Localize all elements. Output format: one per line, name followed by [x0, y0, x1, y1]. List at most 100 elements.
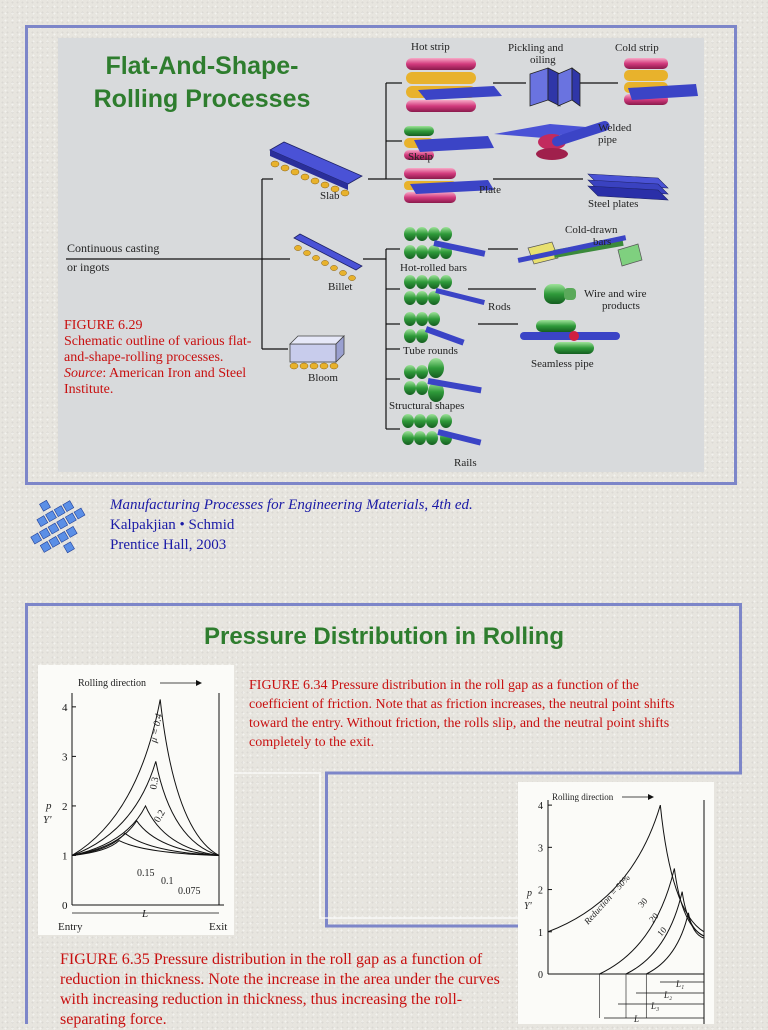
chart1-series-line	[71, 840, 220, 856]
wire-coil-icon	[544, 284, 576, 304]
chart1-y-label-p: p	[45, 800, 52, 812]
chart1-rolling-direction-label: Rolling direction	[78, 678, 146, 689]
seamless-pipe-label: Seamless pipe	[531, 358, 594, 370]
slab-label: Slab	[320, 190, 340, 202]
cold-drawn-label-line-1: Cold-drawn	[565, 224, 618, 236]
figure-6-29-caption: FIGURE 6.29 Schematic outline of various…	[64, 318, 264, 398]
chart1-tick-label: 3	[62, 751, 68, 763]
cold-drawn-label-line-2: bars	[593, 236, 611, 248]
hot-rolled-bars-mill-icon	[404, 227, 486, 259]
book-credit: Manufacturing Processes for Engineering …	[110, 495, 473, 555]
slide-1-frame	[25, 25, 737, 485]
plate-mill-icon	[404, 168, 494, 203]
chart2-tick-label: 3	[538, 843, 543, 854]
wire-label-line-1: Wire and wire	[584, 288, 647, 300]
chart1-mu-label: μ = 0.4	[148, 713, 165, 745]
chart1-tick-label: 2	[62, 801, 68, 813]
figure-6-34-caption: FIGURE 6.34 Pressure distribution in the…	[249, 678, 675, 750]
chart2-series-line	[646, 912, 705, 975]
skelp-label: Skelp	[408, 151, 434, 163]
chart1-y-label-y: Y'	[43, 814, 52, 826]
bloom-icon	[289, 335, 345, 370]
chart1-tick-label: 0	[62, 900, 68, 912]
cold-strip-label: Cold strip	[615, 42, 659, 54]
slab-icon	[269, 141, 363, 197]
chart1-series-line	[71, 761, 220, 856]
skelp-mill-icon	[404, 126, 494, 160]
chart1-length-label: L	[141, 908, 148, 920]
plate-label: Plate	[479, 184, 501, 196]
pickling-label-line-2: oiling	[530, 54, 556, 66]
input-label-line-2: or ingots	[67, 260, 110, 274]
chart2-L-label: L	[633, 1014, 639, 1024]
bloom-label: Bloom	[308, 372, 338, 384]
welded-pipe-label-line-1: Welded	[598, 122, 632, 134]
chart2-y-label-y: Y'	[524, 901, 533, 912]
chart1-tick-label: 1	[62, 850, 68, 862]
figure-6-29-source: : American Iron and Steel Institute.	[64, 366, 247, 397]
hot-strip-mill-icon	[406, 58, 502, 112]
chart2-rolling-direction-label: Rolling direction	[552, 792, 614, 802]
chart1-series	[71, 699, 220, 856]
structural-shapes-label: Structural shapes	[389, 400, 464, 412]
seamless-pipe-icon	[520, 320, 620, 354]
slide-1-title: Flat-And-Shape- Rolling Processes	[62, 50, 342, 116]
chart1-tick-label: 4	[62, 702, 68, 714]
flow-lines	[66, 82, 618, 430]
tube-rounds-mill-icon	[404, 312, 465, 346]
chart2-y-label-p: p	[526, 888, 532, 899]
figure-6-29-text: Schematic outline of various flat-and-sh…	[64, 334, 252, 365]
chart1-label-0.2: 0.2	[152, 808, 168, 824]
chart1-label-0.1: 0.1	[161, 876, 174, 887]
cold-drawn-bars-icon	[517, 235, 643, 267]
billet-icon	[293, 233, 363, 281]
wire-label-line-2: products	[602, 300, 640, 312]
slide-1-title-line-2: Rolling Processes	[93, 85, 311, 113]
chart2-label-30: 30	[636, 896, 650, 910]
chart2-L2-label: L₂	[663, 990, 672, 1000]
cold-strip-mill-icon	[624, 58, 698, 105]
chart2-reduction-label: Reduction = 50%	[581, 872, 632, 927]
slide-1-title-line-1: Flat-And-Shape-	[105, 52, 299, 80]
figure-6-29-source-label: Source	[64, 366, 103, 381]
chart2-label-10: 10	[655, 925, 669, 939]
input-label-line-1: Continuous casting	[67, 241, 159, 255]
chart2-series-line	[625, 891, 705, 975]
book-authors: Kalpakjian • Schmid	[110, 517, 235, 533]
billet-label: Billet	[328, 281, 352, 293]
figure-6-34-chart: 0 1 2 3 4 Rolling direction p Y' μ = 0.4 0.3…	[38, 665, 234, 935]
chart2-series-line	[547, 804, 705, 933]
chart1-series-line	[71, 832, 220, 856]
structural-shapes-mill-icon	[404, 358, 482, 402]
rolling-processes-diagram: Slab Billet Bloom Continuous casting or …	[66, 41, 698, 469]
chart2-tick-label: 1	[538, 928, 543, 939]
pickling-tanks-icon	[529, 67, 581, 107]
publisher-logo	[30, 499, 86, 554]
slide-1-panel	[58, 38, 704, 472]
chart2-tick-label: 2	[538, 886, 543, 897]
chart2-rolling-direction-arrowhead	[648, 794, 654, 800]
chart2-L3-label: L₃	[650, 1001, 659, 1011]
chart1-exit-label: Exit	[209, 921, 227, 933]
chart1-label-0.3: 0.3	[148, 776, 161, 791]
welded-pipe-icon	[494, 120, 610, 160]
book-publisher: Prentice Hall, 2003	[110, 537, 227, 553]
slide-2-title: Pressure Distribution in Rolling	[203, 623, 565, 650]
rails-label: Rails	[454, 457, 477, 469]
chart1-label-0.075: 0.075	[178, 886, 201, 897]
rods-mill-icon	[404, 275, 485, 306]
tube-rounds-label: Tube rounds	[403, 345, 458, 357]
book-title: Manufacturing Processes for Engineering …	[110, 497, 473, 513]
figure-6-29-label: FIGURE 6.29	[64, 318, 143, 333]
chart1-series-line	[71, 819, 220, 856]
chart1-rolling-direction-arrowhead	[196, 680, 202, 686]
rods-label: Rods	[488, 301, 511, 313]
chart1-label-0.15: 0.15	[137, 868, 155, 879]
chart1-series-line	[71, 699, 220, 856]
steel-plates-icon	[587, 173, 669, 201]
chart2-length-dimensions	[604, 981, 704, 1019]
chart1-entry-label: Entry	[58, 921, 83, 933]
chart1-axes	[71, 693, 224, 906]
hot-strip-label: Hot strip	[411, 41, 450, 53]
